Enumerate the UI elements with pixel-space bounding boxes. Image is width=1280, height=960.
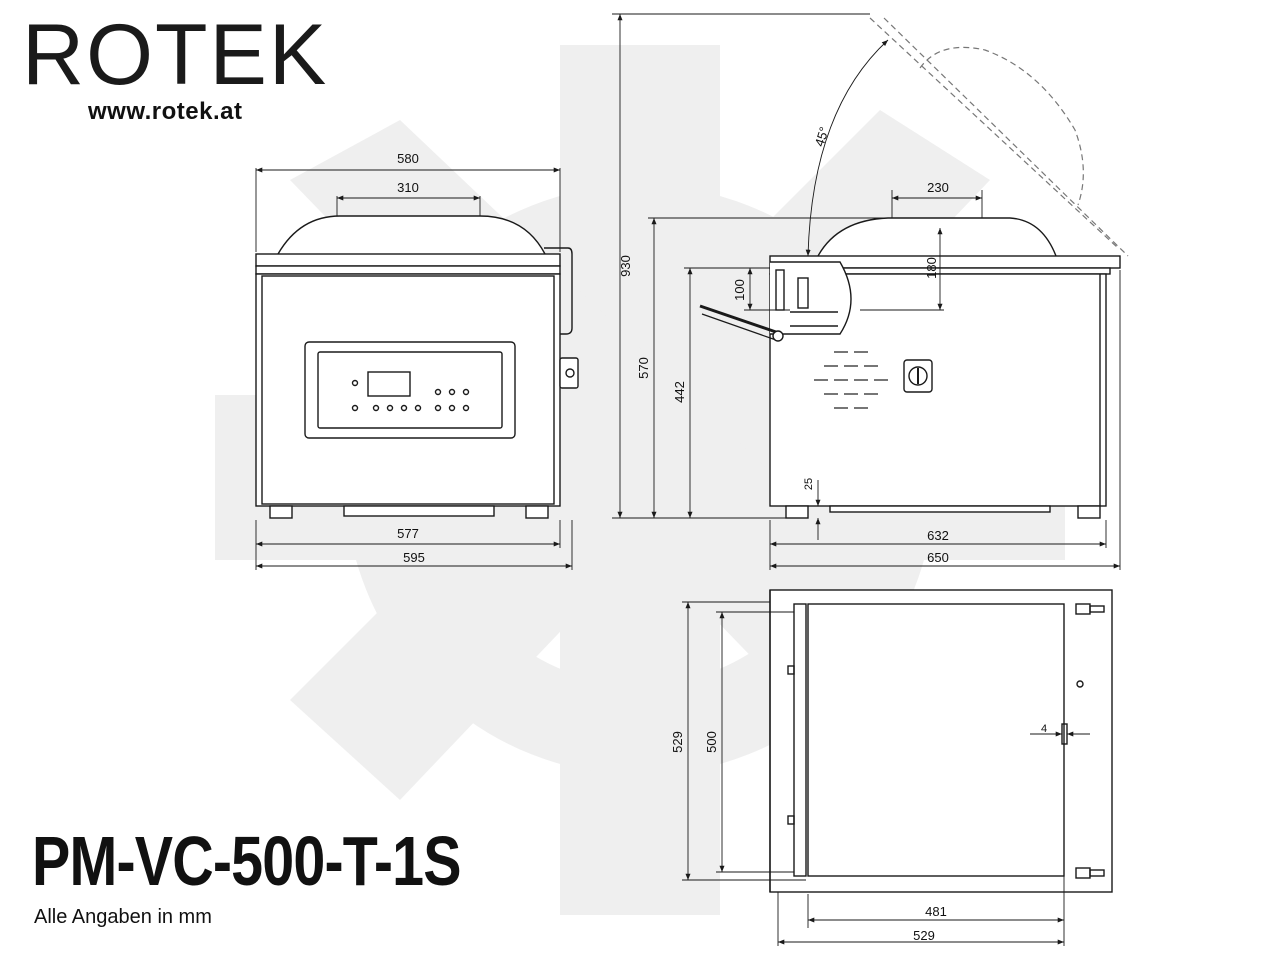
dim-top-481: 481	[925, 904, 947, 919]
dim-front-580: 580	[397, 151, 419, 166]
side-view	[699, 17, 1129, 519]
dim-top-outer-529: 529	[913, 928, 935, 943]
dim-side-442: 442	[672, 381, 687, 403]
model-title: PM-VC-500-T-1S	[32, 822, 462, 900]
dim-side-930: 930	[618, 255, 633, 277]
dim-side-100: 100	[732, 279, 747, 301]
front-view	[255, 215, 579, 519]
dim-front-577: 577	[397, 526, 419, 541]
dim-side-230: 230	[927, 180, 949, 195]
top-view	[769, 589, 1113, 893]
dim-front-595: 595	[403, 550, 425, 565]
dim-side-650: 650	[927, 550, 949, 565]
dim-side-570: 570	[636, 357, 651, 379]
brand-logo: ROTEK www.rotek.at	[22, 7, 382, 125]
brand-url: www.rotek.at	[88, 98, 243, 125]
dim-angle-45: 45°	[812, 125, 832, 148]
dim-top-500: 500	[704, 731, 719, 753]
dim-top-529: 529	[670, 731, 685, 753]
units-note: Alle Angaben in mm	[34, 906, 212, 928]
dim-side-25: 25	[803, 478, 815, 490]
dim-front-310: 310	[397, 180, 419, 195]
brand-name: ROTEK	[22, 7, 329, 103]
dim-side-632: 632	[927, 528, 949, 543]
dim-top-4: 4	[1041, 723, 1047, 735]
dim-side-180: 180	[924, 257, 939, 279]
